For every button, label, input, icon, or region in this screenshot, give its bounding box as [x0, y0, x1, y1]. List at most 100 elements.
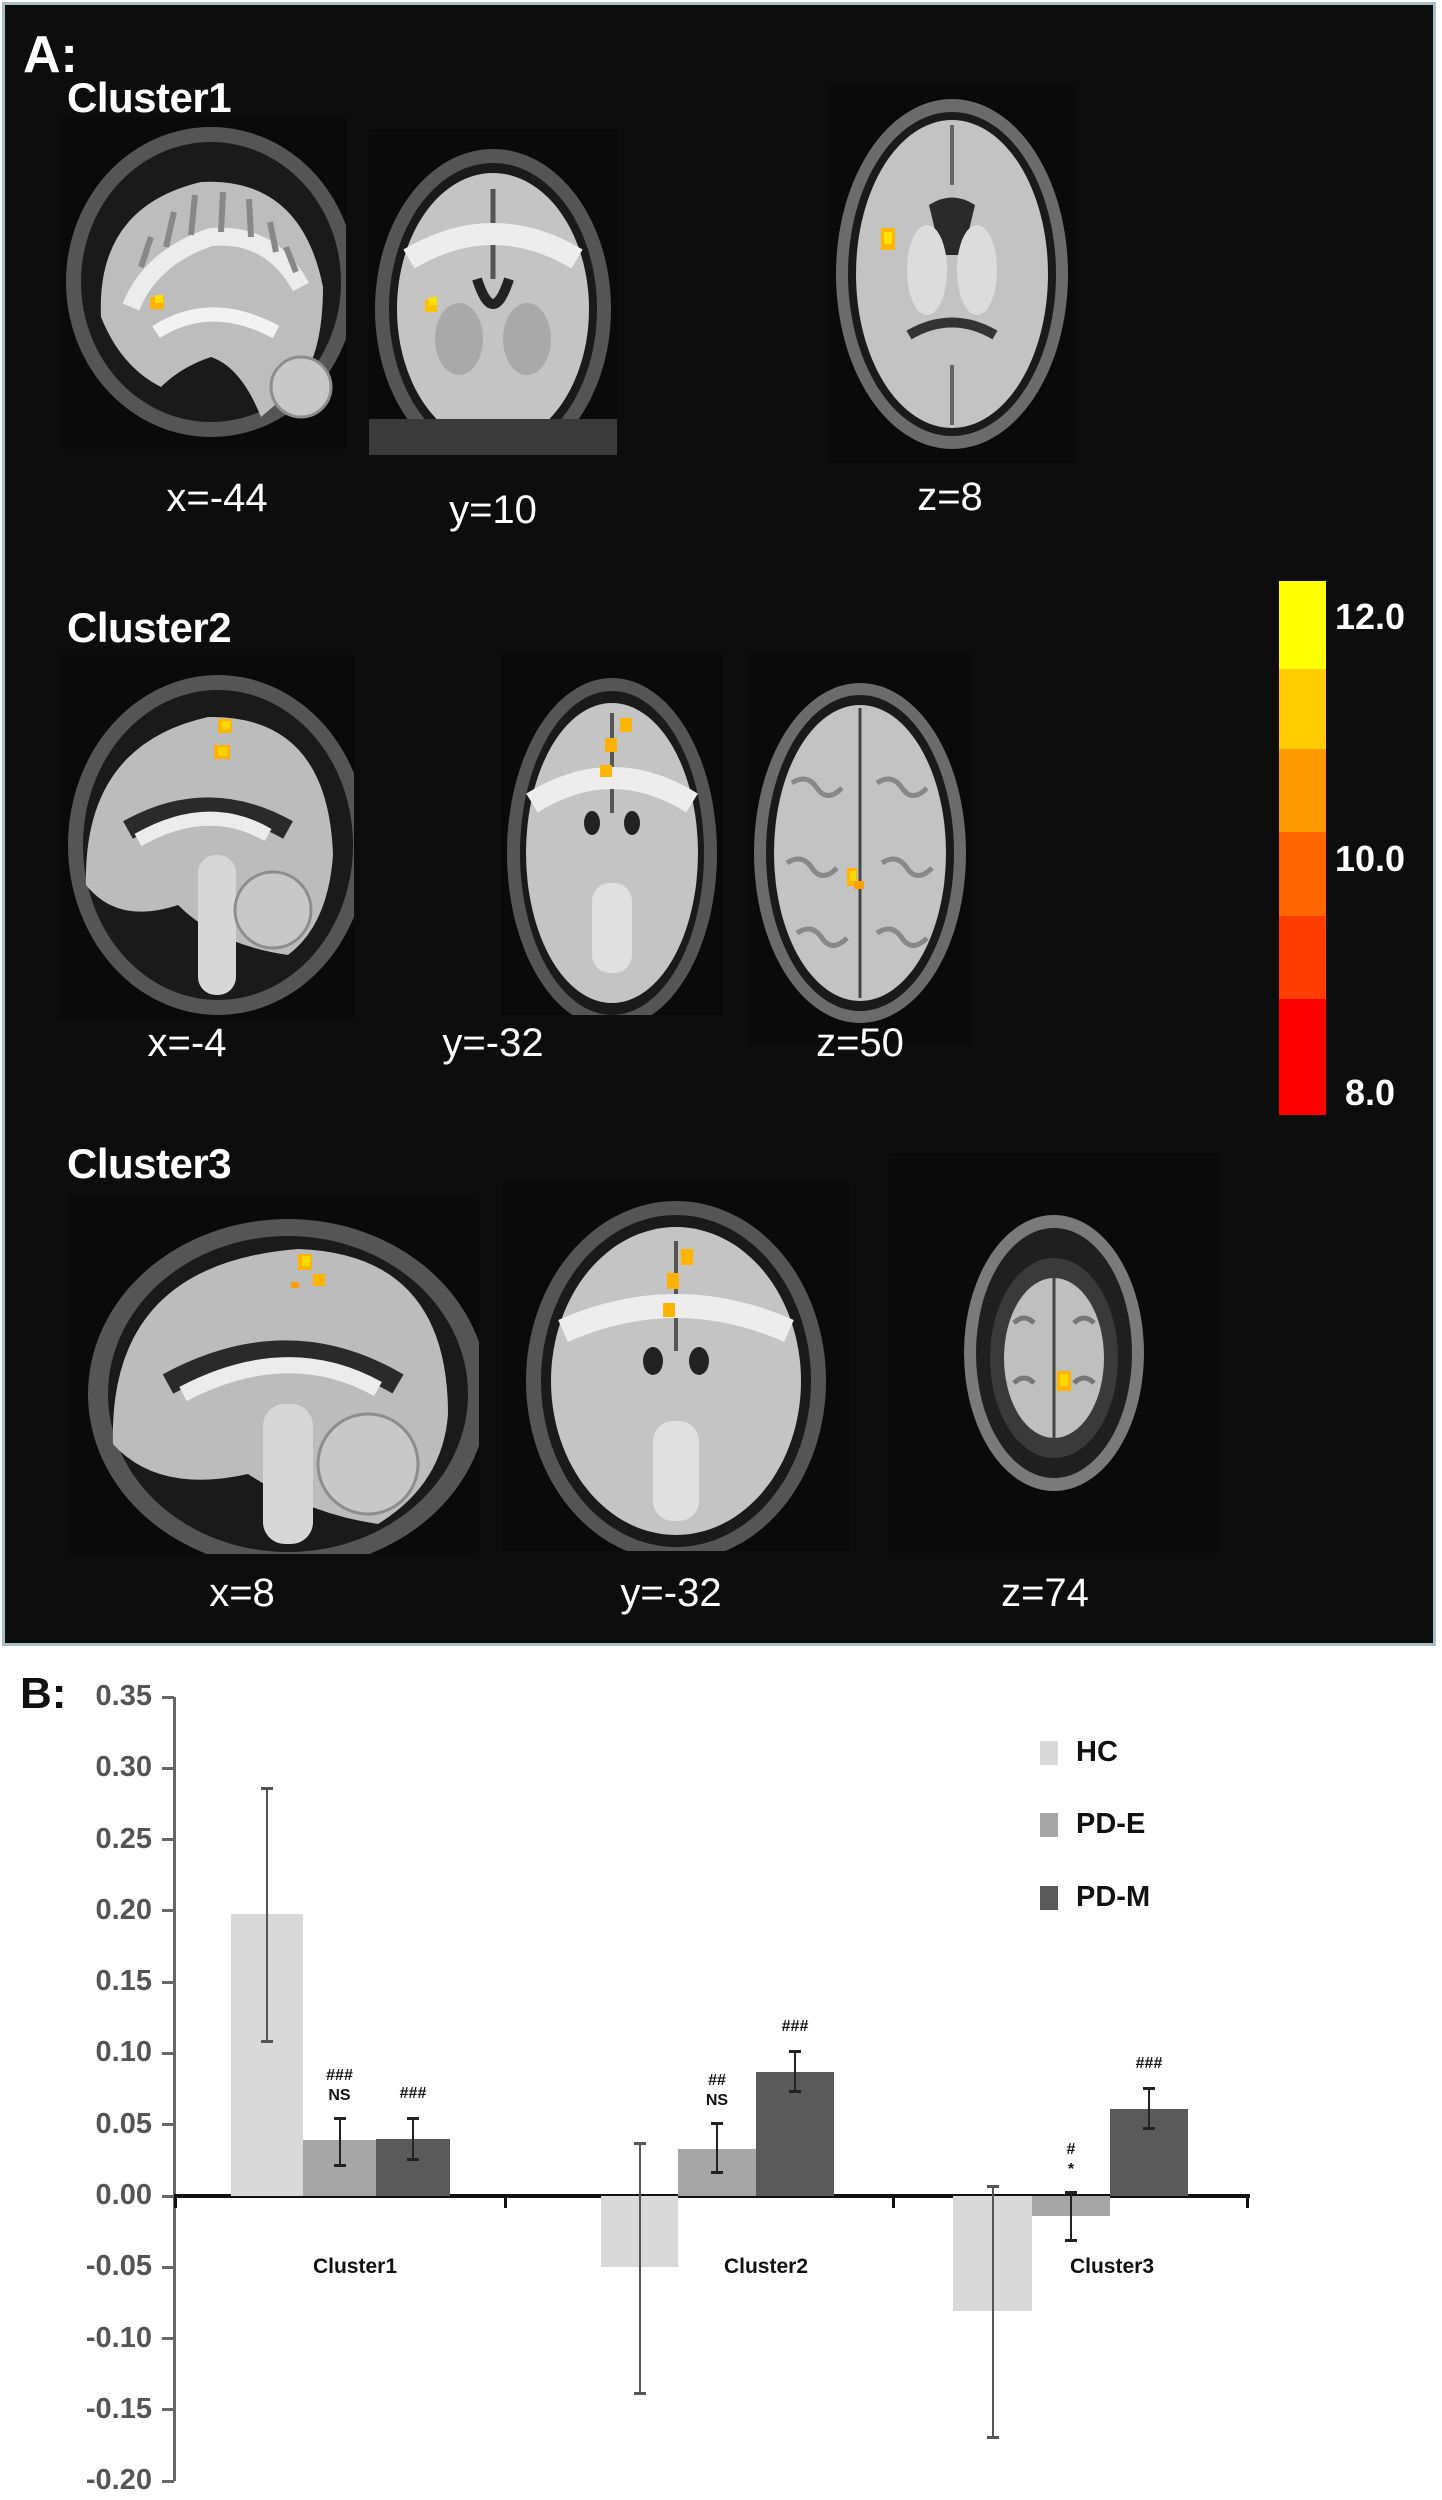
y-tick-label: -0.20 — [85, 2464, 152, 2497]
legend-label-hc: HC — [1076, 1736, 1118, 1768]
bar-cluster2-pd-e — [678, 2148, 756, 2196]
error-bar — [266, 1788, 268, 2041]
significance-annotation: # — [1066, 2140, 1076, 2158]
error-bar — [338, 2117, 341, 2165]
bar-cluster3-pd-e — [1032, 2196, 1110, 2216]
cluster3-axial-coord: z=74 — [1001, 1571, 1089, 1615]
error-bar-cap — [711, 2170, 723, 2174]
error-bar — [991, 2186, 994, 2437]
coronal-brain-icon — [526, 1201, 826, 1551]
x-axis-tick — [504, 2194, 507, 2208]
y-tick-label: 0.00 — [95, 2179, 152, 2211]
colorbar-segment — [1279, 669, 1326, 749]
coronal-brain-icon — [507, 678, 717, 1015]
y-tick-label: 0.10 — [95, 2036, 152, 2069]
error-bar-cap — [986, 2435, 999, 2439]
error-bar-cap — [789, 2049, 801, 2053]
legend-label-pd-e: PD-E — [1076, 1808, 1146, 1840]
y-tick-label: 0.05 — [95, 2107, 152, 2140]
cluster1-coronal-slice — [369, 129, 617, 455]
colorbar-max-label: 12.0 — [1335, 596, 1406, 637]
x-axis-tick — [174, 2194, 177, 2208]
colorbar-mid-label: 10.0 — [1335, 838, 1406, 879]
cluster1-sagittal-coord: x=-44 — [166, 476, 268, 520]
error-bar-cap — [1143, 2086, 1155, 2090]
y-tick-mark — [162, 1695, 174, 1699]
significance-annotation: ### — [781, 2017, 809, 2035]
cluster1-title: Cluster1 — [67, 74, 232, 121]
cluster3-axial-slice — [889, 1153, 1219, 1553]
error-bar-cap — [407, 2157, 419, 2161]
error-bar-cap — [407, 2116, 419, 2120]
cluster1-axial-slice — [829, 85, 1075, 463]
y-tick-mark — [162, 2051, 174, 2055]
cluster3-coronal-coord: y=-32 — [620, 1571, 722, 1615]
error-bar-cap — [333, 2116, 346, 2120]
error-bar-cap — [789, 2089, 801, 2093]
significance-annotation: * — [1067, 2160, 1075, 2178]
bar-cluster3-hc — [953, 2196, 1032, 2312]
y-tick-label: -0.05 — [85, 2250, 152, 2283]
cluster3-sagittal-coord: x=8 — [209, 1571, 275, 1615]
legend-swatch-hc — [1040, 1741, 1058, 1765]
coronal-brain-icon — [369, 149, 617, 455]
y-tick-mark — [162, 1838, 174, 1842]
cluster2-sagittal-slice — [58, 655, 354, 1019]
cluster3-title: Cluster3 — [67, 1140, 232, 1187]
y-tick-mark — [162, 1980, 174, 1984]
y-tick-mark — [162, 2479, 174, 2483]
axial-brain-icon — [836, 99, 1068, 449]
axial-brain-icon — [964, 1215, 1144, 1491]
cluster2-sagittal-coord: x=-4 — [147, 1021, 227, 1065]
y-tick-label: 0.30 — [95, 1751, 152, 1784]
error-bar — [1148, 2087, 1150, 2128]
error-bar — [412, 2117, 414, 2159]
significance-annotation: ### — [399, 2084, 427, 2102]
legend-label-pd-m: PD-M — [1076, 1881, 1151, 1913]
error-bar-cap — [986, 2185, 999, 2189]
error-bar-cap — [333, 2163, 346, 2167]
bar-cluster1-pd-e — [303, 2140, 376, 2196]
colorbar — [1279, 581, 1326, 1115]
bar-cluster3-pd-m — [1110, 2109, 1188, 2196]
y-tick-mark — [162, 2408, 174, 2412]
y-tick-mark — [162, 1909, 174, 1913]
significance-annotation: ## — [708, 2072, 726, 2090]
error-bar-cap — [261, 2039, 273, 2043]
sagittal-brain-icon — [66, 127, 346, 437]
x-axis-tick — [892, 2194, 895, 2208]
colorbar-segment — [1279, 581, 1326, 669]
error-bar-cap — [633, 2142, 646, 2146]
legend-swatch-pd-e — [1040, 1813, 1058, 1837]
error-bar-cap — [711, 2122, 723, 2126]
error-bar-cap — [1143, 2126, 1155, 2130]
error-bar — [716, 2123, 718, 2172]
panel-b-label: B: — [20, 1669, 67, 1718]
category-label-cluster1: Cluster1 — [312, 2255, 398, 2278]
y-tick-label: 0.15 — [95, 1965, 152, 1998]
sagittal-brain-icon — [88, 1219, 479, 1554]
legend-swatch-pd-m — [1040, 1886, 1058, 1910]
y-tick-mark — [162, 2194, 174, 2198]
significance-annotation: ### — [1135, 2054, 1163, 2072]
significance-annotation: NS — [328, 2086, 351, 2104]
cluster2-title: Cluster2 — [67, 604, 232, 651]
y-tick-mark — [162, 2123, 174, 2127]
colorbar-segment — [1279, 999, 1326, 1115]
y-tick-label: -0.10 — [85, 2321, 152, 2354]
category-label-cluster2: Cluster2 — [723, 2255, 809, 2278]
bar-cluster2-pd-m — [756, 2071, 834, 2196]
panel-a-label: A: — [23, 26, 78, 84]
significance-annotation: NS — [705, 2092, 729, 2110]
cluster2-coronal-coord: y=-32 — [442, 1021, 544, 1065]
x-axis-line — [174, 2194, 1250, 2198]
axial-brain-icon — [754, 683, 966, 1023]
cluster1-sagittal-slice — [61, 117, 346, 449]
error-bar-cap — [1065, 2190, 1077, 2194]
cluster3-sagittal-slice — [68, 1194, 479, 1554]
error-bar-cap — [1065, 2239, 1077, 2243]
y-tick-label: -0.15 — [85, 2392, 152, 2425]
error-bar — [1070, 2191, 1072, 2241]
cluster2-axial-coord: z=50 — [816, 1021, 904, 1065]
x-axis-tick — [1246, 2194, 1249, 2208]
